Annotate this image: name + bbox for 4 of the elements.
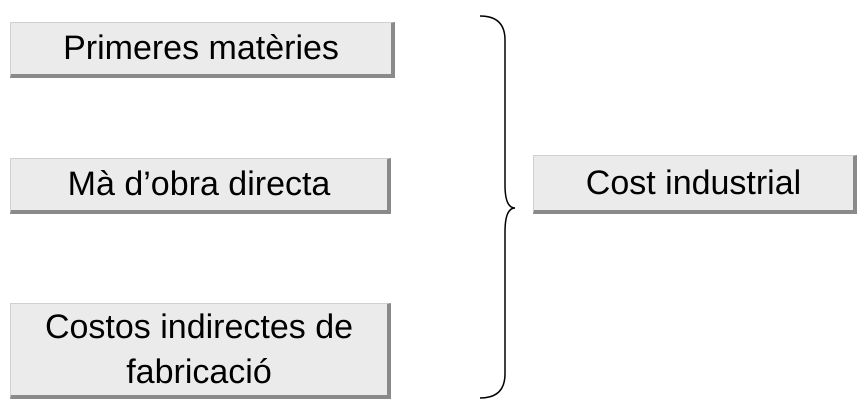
text-box: Primeres matèries (10, 22, 395, 78)
text-box: Cost industrial (533, 155, 857, 214)
text-box: Costos indirectes de fabricació (10, 303, 391, 399)
text-box: Mà d’obra directa (10, 158, 391, 214)
